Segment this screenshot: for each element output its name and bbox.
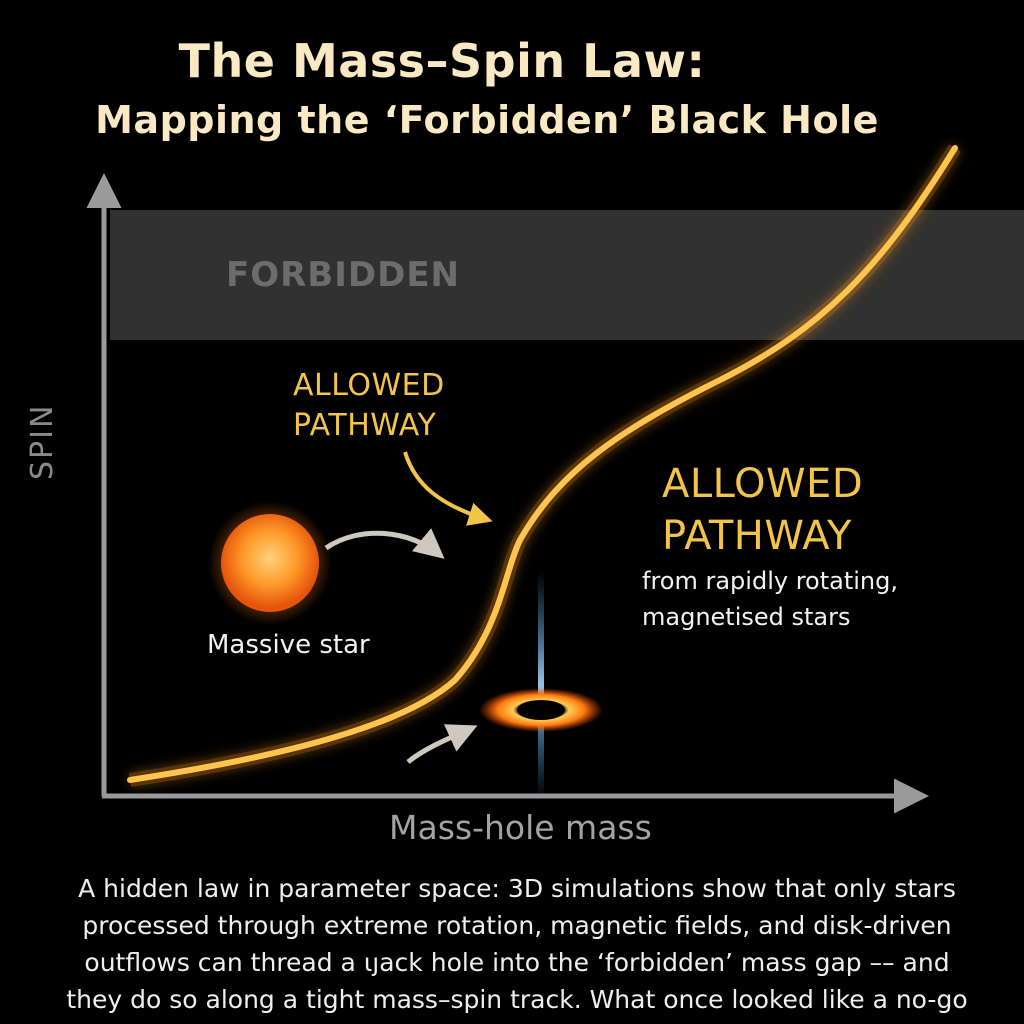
- black-hole-arrow: [406, 724, 478, 764]
- title-line-2: Mapping the ‘Forbidden’ Black Hole: [95, 98, 879, 142]
- allowed-large-line2: PATHWAY: [662, 513, 852, 559]
- allowed-pathway-label-small: ALLOWED PATHWAY: [293, 366, 445, 446]
- massive-star-label: Massive star: [207, 630, 370, 660]
- caption-line1: A hidden law in parameter space: 3D simu…: [78, 874, 956, 903]
- black-hole-icon: [479, 570, 603, 800]
- caption-line4: they do so along a tight mass–spin track…: [66, 985, 968, 1014]
- x-axis-label: Mass-hole mass: [389, 808, 652, 847]
- allowed-small-line1: ALLOWED: [293, 368, 445, 403]
- allowed-pathway-arrow: [403, 451, 493, 526]
- allowed-desc-line2: magnetised stars: [642, 603, 851, 631]
- allowed-pathway-description: from rapidly rotating, magnetised stars: [642, 563, 898, 635]
- allowed-desc-line1: from rapidly rotating,: [642, 567, 898, 595]
- y-axis-label: SPIN: [25, 403, 60, 480]
- forbidden-label: FORBIDDEN: [226, 255, 461, 295]
- allowed-pathway-label-large: ALLOWED PATHWAY: [662, 458, 863, 562]
- title-line-1: The Mass–Spin Law:: [178, 34, 706, 88]
- caption-line2: processed through extreme rotation, magn…: [82, 911, 952, 940]
- caption-line3: outflows can thread a ɩȷack hole into th…: [84, 948, 950, 977]
- allowed-pathway-curve: [127, 144, 961, 787]
- allowed-large-line1: ALLOWED: [662, 461, 864, 507]
- star-arrow: [324, 528, 445, 559]
- caption: A hidden law in parameter space: 3D simu…: [52, 870, 982, 1018]
- allowed-small-line2: PATHWAY: [293, 408, 437, 443]
- star-icon: [208, 501, 332, 625]
